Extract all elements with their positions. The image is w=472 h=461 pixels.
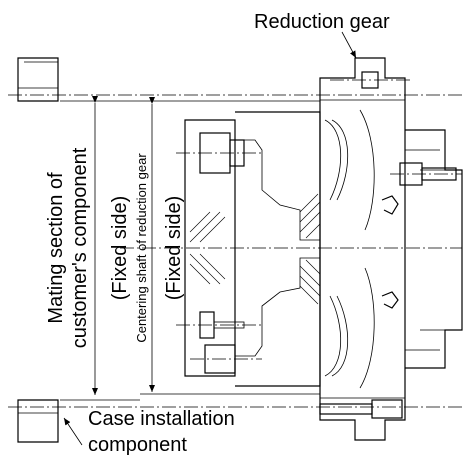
bolt-right-lower: [319, 399, 403, 419]
dimension-mating-section: [60, 96, 140, 401]
case-installation-block: [17, 399, 59, 443]
hatched-sections: [189, 193, 321, 305]
bolt-upper-left: [176, 132, 262, 174]
label-case-installation-line2: component: [88, 434, 187, 456]
dimension-centering-shaft: [140, 97, 320, 395]
clip-lower: [381, 291, 399, 309]
customer-component-upper: [17, 57, 59, 102]
label-centering-fixed-side: (Fixed side): [163, 196, 185, 300]
bolt-right-upper: [390, 162, 462, 186]
gear-body: [184, 57, 463, 441]
label-mating-fixed-side: (Fixed side): [109, 196, 131, 300]
label-reduction-gear: Reduction gear: [254, 11, 390, 33]
bolt-lower-left: [176, 311, 262, 374]
label-mating-section-line2: customer's component: [69, 147, 91, 348]
center-lines: [8, 94, 462, 408]
label-mating-section-line1: Mating section of: [45, 172, 67, 324]
clip-upper: [381, 195, 399, 215]
leader-reduction-gear: [341, 31, 357, 59]
bolt-top: [330, 71, 410, 89]
leader-case-installation: [63, 417, 83, 446]
label-case-installation-line1: Case installation: [88, 408, 235, 430]
label-centering-shaft: Centering shaft of reduction gear: [134, 153, 149, 343]
